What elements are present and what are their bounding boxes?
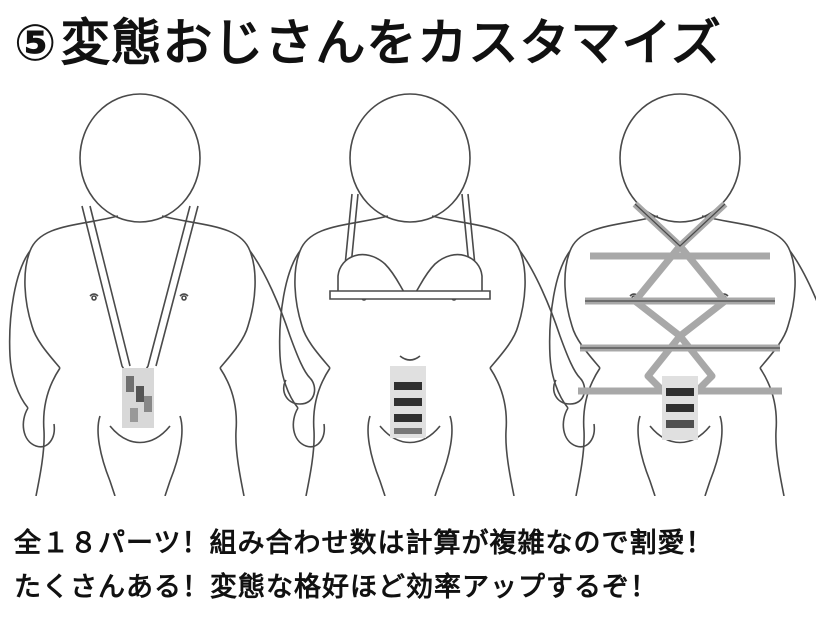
title-number: ⑤ xyxy=(14,14,57,72)
title-text: 変態おじさんをカスタマイズ xyxy=(60,14,722,72)
figure-illustrations xyxy=(0,86,816,496)
mosaic-censor xyxy=(122,368,154,428)
caption: 全１８パーツ！組み合わせ数は計算が複雑なので割愛！ たくさんある！変態な格好ほど… xyxy=(14,522,810,610)
figure-sling xyxy=(8,93,316,496)
caption-line-2: たくさんある！変態な格好ほど効率アップするぞ！ xyxy=(14,572,658,603)
mosaic-censor xyxy=(390,366,426,438)
figure-bra xyxy=(278,93,586,496)
figure-rope xyxy=(548,93,816,496)
mosaic-censor xyxy=(662,376,698,440)
caption-line-1: 全１８パーツ！組み合わせ数は計算が複雑なので割愛！ xyxy=(14,528,714,559)
page-title: ⑤ 変態おじさんをカスタマイズ xyxy=(14,8,722,78)
